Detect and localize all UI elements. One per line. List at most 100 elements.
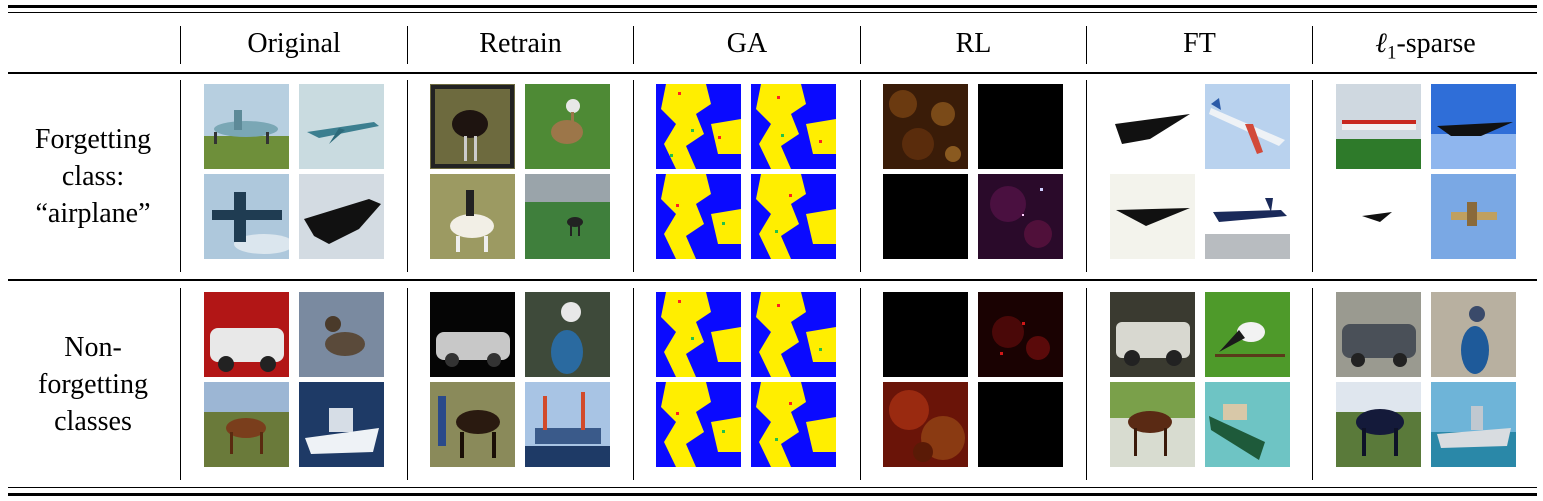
col-separator	[1086, 288, 1087, 480]
header-retrain: Retrain	[479, 28, 562, 59]
thumbnail-rl-red-noise	[978, 292, 1063, 377]
col-separator	[407, 80, 408, 272]
cell-nonforgetting-rl	[883, 292, 1063, 467]
row-label-line: forgetting	[38, 369, 148, 400]
row-label-line: classes	[54, 406, 132, 437]
thumbnail-black-jet-sky	[1431, 84, 1516, 169]
cell-forgetting-retrain	[430, 84, 610, 259]
col-separator	[180, 26, 181, 64]
thumbnail-bird	[299, 292, 384, 377]
col-separator	[633, 288, 634, 480]
row-label-line: class:	[61, 161, 125, 192]
thumbnail-horse-rider	[430, 174, 515, 259]
cell-nonforgetting-ft	[1110, 292, 1290, 467]
header-ga: GA	[726, 28, 768, 59]
col-separator	[1312, 80, 1313, 272]
thumbnail-rl-purple-noise	[978, 174, 1063, 259]
thumbnail-ga-noise	[751, 292, 836, 377]
top-rule-2	[8, 12, 1537, 13]
col-separator	[860, 288, 861, 480]
row-label-non-forgetting: Non- forgetting classes	[10, 329, 176, 440]
col-separator	[633, 80, 634, 272]
header-rule	[8, 72, 1537, 74]
top-rule-1	[8, 5, 1537, 8]
thumbnail-deer-grass	[525, 174, 610, 259]
thumbnail-bird-branch	[1205, 292, 1290, 377]
thumbnail-horse	[204, 382, 289, 467]
row-label-line: Forgetting	[34, 124, 152, 155]
thumbnail-car	[430, 292, 515, 377]
thumbnail-black-jet	[1110, 174, 1195, 259]
thumbnail-airplane-silhouette	[299, 174, 384, 259]
header-ft: FT	[1183, 28, 1216, 59]
thumbnail-rl-black	[978, 382, 1063, 467]
thumbnail-ship	[299, 382, 384, 467]
thumbnail-black-jet	[1110, 84, 1195, 169]
thumbnail-bird	[525, 292, 610, 377]
cell-nonforgetting-retrain	[430, 292, 610, 467]
thumbnail-ga-noise	[751, 174, 836, 259]
row-label-line: “airplane”	[35, 198, 151, 229]
col-separator	[633, 26, 634, 64]
thumbnail-ga-noise	[656, 292, 741, 377]
thumbnail-airplane-sky	[299, 84, 384, 169]
thumbnail-bird	[1431, 292, 1516, 377]
thumbnail-ship	[1205, 382, 1290, 467]
thumbnail-airliner-sky	[1205, 84, 1290, 169]
cell-nonforgetting-ga	[656, 292, 836, 467]
thumbnail-car	[1336, 292, 1421, 377]
thumbnail-rl-dark-noise	[883, 84, 968, 169]
col-separator	[860, 26, 861, 64]
row-label-line: Non-	[64, 332, 122, 363]
cell-forgetting-ga	[656, 84, 836, 259]
l1-symbol: ℓ	[1375, 28, 1387, 59]
col-separator	[407, 288, 408, 480]
thumbnail-rl-red-noise	[883, 382, 968, 467]
col-separator	[860, 80, 861, 272]
thumbnail-seaplane-sky	[1431, 174, 1516, 259]
l1-suffix: -sparse	[1396, 28, 1476, 59]
thumbnail-ga-noise	[656, 382, 741, 467]
middle-rule	[8, 279, 1537, 281]
thumbnail-horse-person	[430, 382, 515, 467]
cell-forgetting-l1-sparse	[1336, 84, 1516, 259]
thumbnail-rl-black	[883, 174, 968, 259]
cell-forgetting-rl	[883, 84, 1063, 259]
thumbnail-small-bird	[1336, 174, 1421, 259]
header-rl: RL	[955, 28, 992, 59]
l1-subscript: 1	[1386, 42, 1397, 64]
thumbnail-ostrich	[430, 84, 515, 169]
thumbnail-airplane-grass	[204, 84, 289, 169]
bottom-rule-1	[8, 487, 1537, 488]
header-original: Original	[247, 28, 341, 59]
col-separator	[180, 80, 181, 272]
row-label-forgetting: Forgetting class: “airplane”	[10, 121, 176, 232]
thumbnail-ga-noise	[751, 84, 836, 169]
cell-forgetting-ft	[1110, 84, 1290, 259]
col-separator	[1086, 80, 1087, 272]
cell-nonforgetting-l1-sparse	[1336, 292, 1516, 467]
cell-nonforgetting-original	[204, 292, 384, 467]
bottom-rule-2	[8, 493, 1537, 496]
thumbnail-rl-black	[883, 292, 968, 377]
thumbnail-bird	[525, 84, 610, 169]
thumbnail-airplane-sky	[204, 174, 289, 259]
header-l1-sparse: ℓ1-sparse	[1313, 22, 1538, 66]
thumbnail-ga-noise	[751, 382, 836, 467]
thumbnail-horse	[1336, 382, 1421, 467]
thumbnail-airliner-runway	[1205, 174, 1290, 259]
col-separator	[1312, 26, 1313, 64]
thumbnail-rl-black	[978, 84, 1063, 169]
col-separator	[180, 288, 181, 480]
thumbnail-white-car	[1110, 292, 1195, 377]
col-separator	[1086, 26, 1087, 64]
thumbnail-oil-rig-ship	[525, 382, 610, 467]
thumbnail-ga-noise	[656, 174, 741, 259]
thumbnail-white-car	[204, 292, 289, 377]
col-separator	[1312, 288, 1313, 480]
cell-forgetting-original	[204, 84, 384, 259]
thumbnail-airliner-grass	[1336, 84, 1421, 169]
thumbnail-horse	[1110, 382, 1195, 467]
thumbnail-ship	[1431, 382, 1516, 467]
col-separator	[407, 26, 408, 64]
